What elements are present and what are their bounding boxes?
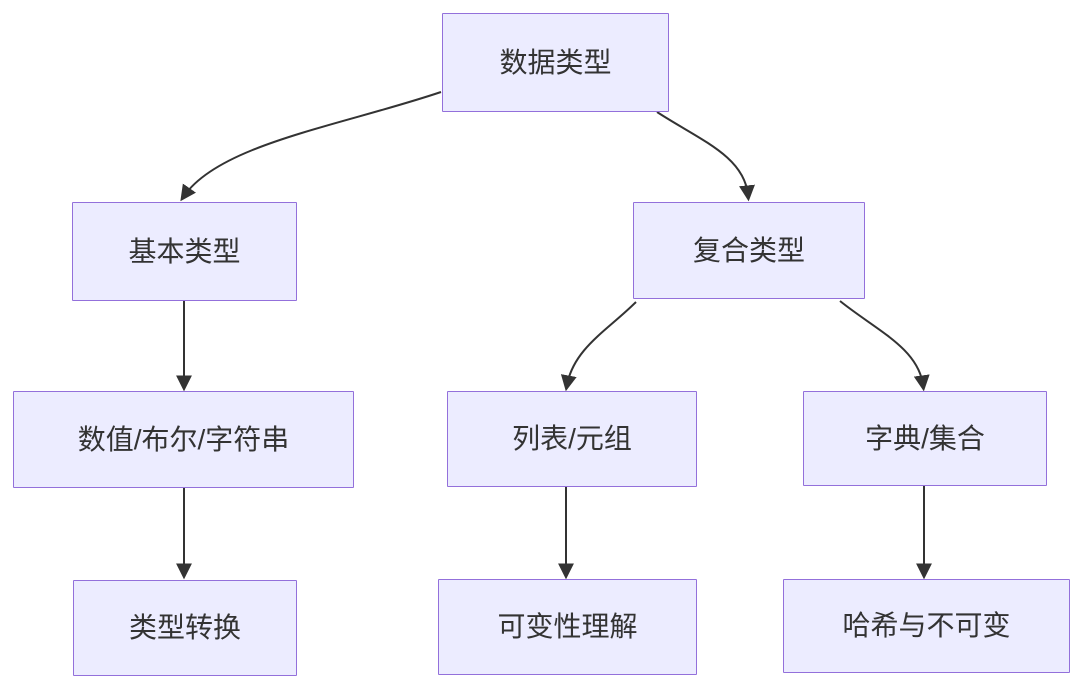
node-basic-type: 基本类型 — [72, 202, 297, 301]
node-label: 列表/元组 — [512, 423, 632, 454]
node-list-tuple: 列表/元组 — [447, 391, 697, 487]
node-label: 数值/布尔/字符串 — [77, 423, 290, 455]
edge-composite-type-to-list-tuple — [560, 301, 637, 392]
edge-data-type-to-basic-type — [180, 91, 442, 202]
node-hash-and-immutable: 哈希与不可变 — [783, 579, 1070, 673]
node-mutability-understanding: 可变性理解 — [438, 579, 697, 675]
node-type-conversion: 类型转换 — [73, 580, 297, 676]
node-label: 类型转换 — [128, 612, 241, 643]
edge-composite-type-to-dict-set — [839, 300, 930, 392]
node-dict-set: 字典/集合 — [803, 391, 1047, 486]
node-label: 复合类型 — [692, 234, 805, 266]
edge-data-type-to-composite-type — [656, 111, 755, 202]
node-data-type: 数据类型 — [442, 13, 669, 112]
node-label: 可变性理解 — [497, 611, 638, 642]
node-composite-type: 复合类型 — [633, 202, 865, 299]
node-label: 数据类型 — [499, 46, 612, 78]
node-label: 基本类型 — [128, 235, 241, 267]
node-label: 哈希与不可变 — [842, 610, 1011, 641]
node-numeric-boolean-string: 数值/布尔/字符串 — [13, 391, 354, 488]
node-label: 字典/集合 — [865, 422, 985, 454]
